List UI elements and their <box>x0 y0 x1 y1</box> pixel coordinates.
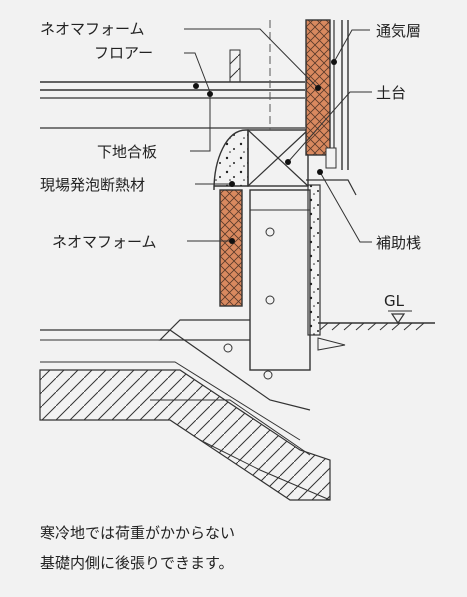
label-neo-foam-bottom: ネオマフォーム <box>52 233 157 251</box>
label-furring: 補助桟 <box>376 234 421 252</box>
sill-block <box>247 129 309 187</box>
label-subfloor: 下地合板 <box>97 143 157 161</box>
leader-dots <box>193 59 337 244</box>
caption-line-1: 寒冷地では荷重がかからない <box>40 524 235 542</box>
neo-foam-lower-board <box>219 189 243 307</box>
ground-surface-right <box>317 322 435 351</box>
spray-foam-insulation <box>213 129 249 191</box>
label-air-layer: 通気層 <box>376 22 421 40</box>
caption-line-2: 基礎内側に後張りできます。 <box>40 554 234 572</box>
outer-base-insulation <box>307 184 321 336</box>
ground-gravel <box>39 329 331 501</box>
floor-structure <box>40 49 305 129</box>
leader-lines <box>184 28 372 243</box>
gl-marker <box>388 310 412 325</box>
label-flooring: フロアー <box>94 44 153 62</box>
label-neo-foam-top: ネオマフォーム <box>40 20 145 38</box>
label-spray-foam: 現場発泡断熱材 <box>40 176 145 194</box>
label-sill: 土台 <box>376 84 406 102</box>
label-ground-level: GL <box>384 292 405 310</box>
